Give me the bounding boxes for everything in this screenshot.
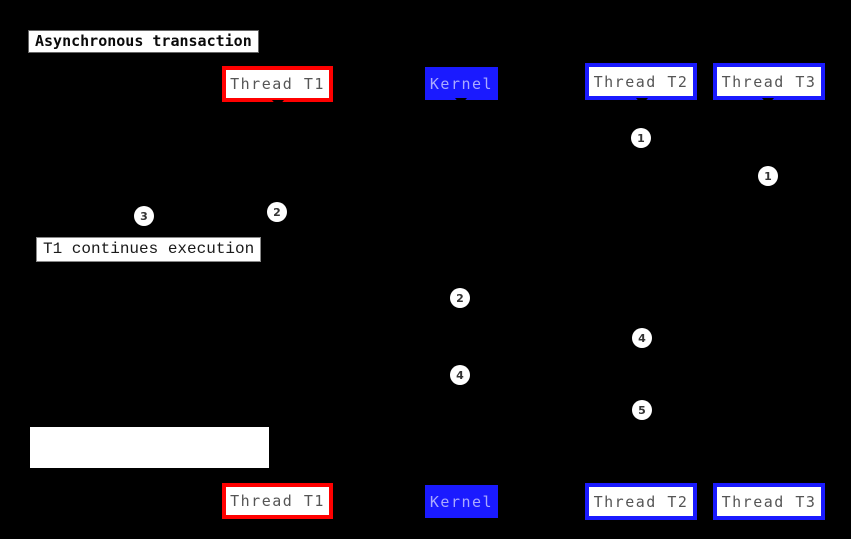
lifeline-arrowhead-icon (636, 477, 648, 484)
actor-label: Thread T1 (230, 492, 325, 510)
lifeline-arrowhead-icon (272, 100, 284, 107)
actor-label: Thread T2 (593, 492, 689, 511)
actor-thread-t1-bottom: Thread T1 (222, 483, 333, 519)
lifeline-arrowhead-icon (636, 98, 648, 105)
actor-thread-t1-top: Thread T1 (222, 66, 333, 102)
actor-label: Thread T2 (593, 72, 689, 91)
note-t1-continues: T1 continues execution (36, 237, 262, 262)
step-marker-3: 3 (134, 206, 154, 226)
step-marker-2: 2 (267, 202, 287, 222)
actor-thread-t3-top: Thread T3 (713, 63, 825, 100)
step-marker-4: 4 (450, 365, 470, 385)
actor-label: Thread T3 (721, 72, 817, 91)
actor-thread-t2-bottom: Thread T2 (585, 483, 697, 520)
step-marker-4: 4 (632, 328, 652, 348)
blank-note-box (30, 427, 269, 468)
actor-thread-t2-top: Thread T2 (585, 63, 697, 100)
actor-label: Thread T3 (721, 492, 817, 511)
actor-kernel-top: Kernel (425, 67, 498, 100)
lifeline-arrowhead-icon (272, 477, 284, 484)
step-marker-5: 5 (632, 400, 652, 420)
lifeline-arrowhead-icon (762, 98, 774, 105)
step-marker-2: 2 (450, 288, 470, 308)
actor-thread-t3-bottom: Thread T3 (713, 483, 825, 520)
diagram-title: Asynchronous transaction (28, 30, 259, 53)
lifeline-arrowhead-icon (762, 477, 774, 484)
actor-label: Kernel (429, 74, 494, 93)
step-marker-1: 1 (758, 166, 778, 186)
lifeline-arrowhead-icon (455, 479, 467, 486)
lifeline-arrowhead-icon (455, 98, 467, 105)
step-marker-1: 1 (631, 128, 651, 148)
actor-label: Kernel (429, 492, 494, 511)
actor-label: Thread T1 (230, 75, 325, 93)
actor-kernel-bottom: Kernel (425, 485, 498, 518)
